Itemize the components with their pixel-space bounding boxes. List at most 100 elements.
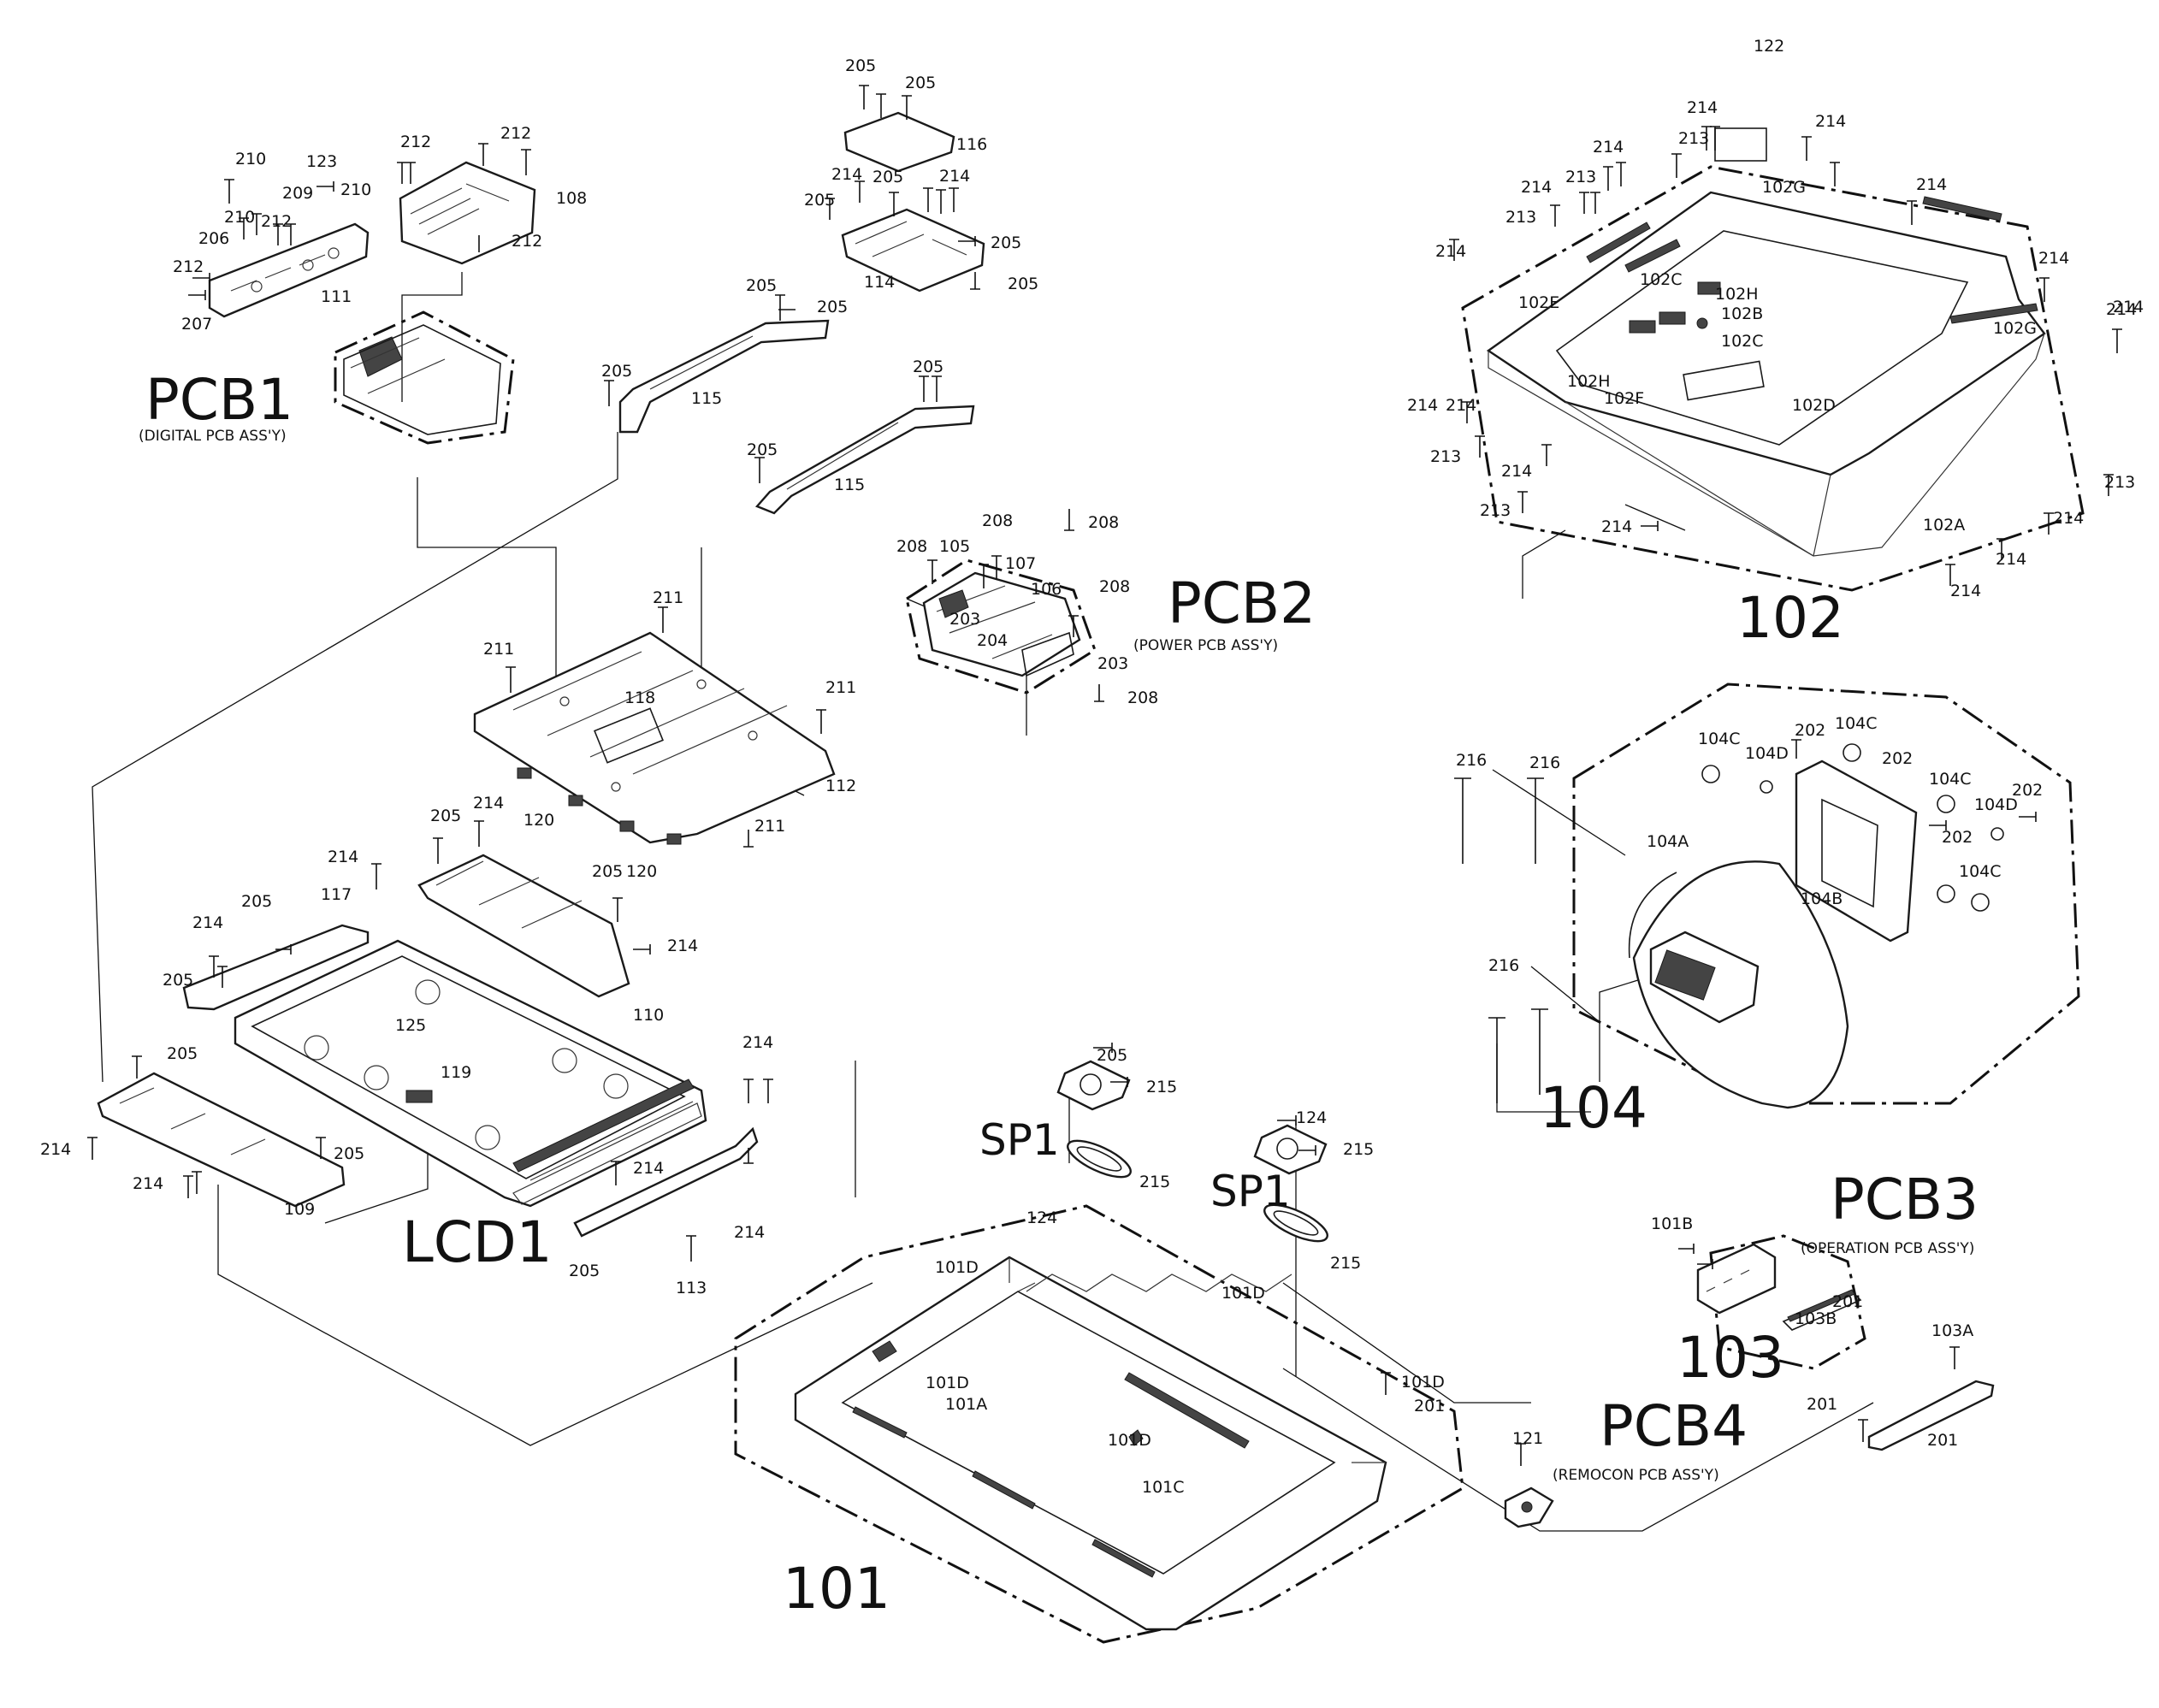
part-label: 212 (173, 257, 204, 276)
part-label: 205 (746, 276, 777, 295)
part-label: 214 (742, 1033, 773, 1052)
part-label: 101D (926, 1374, 969, 1392)
part-label: 118 (624, 689, 655, 707)
part-label: 205 (991, 233, 1021, 252)
part-label: 203 (949, 610, 980, 629)
bracket-115-upper (618, 319, 830, 434)
part-label: 101D (1108, 1431, 1151, 1450)
part-label: 214 (1916, 175, 1947, 194)
part-label: 205 (430, 807, 461, 825)
part-number-labels: 205 205 116 214 205 214 205 205 114 205 … (40, 37, 2144, 1497)
group-callouts: PCB1 (DIGITAL PCB ASS'Y) PCB2 (POWER PCB… (139, 367, 1979, 1622)
part-label: 205 (872, 168, 903, 186)
part-label: 123 (306, 152, 337, 171)
part-label: 213 (1430, 447, 1461, 466)
callout-pcb4: PCB4 (1600, 1393, 1748, 1459)
part-label: 115 (834, 476, 865, 494)
group-104-outline (1572, 683, 2080, 1105)
part-label: 101D (1221, 1284, 1265, 1303)
part-label: 214 (1593, 138, 1624, 157)
part-label: 214 (328, 848, 358, 866)
part-label: 205 (1097, 1046, 1127, 1065)
part-label: 212 (500, 124, 531, 143)
part-label: 201 (1927, 1431, 1958, 1450)
part-label: 202 (1942, 828, 1973, 847)
bracket-115-lower (754, 405, 975, 515)
part-label: 215 (1139, 1173, 1170, 1191)
part-label: 214 (1521, 178, 1552, 197)
speaker-left (1056, 1060, 1132, 1179)
part-label: 205 (569, 1262, 600, 1280)
part-label: 205 (905, 74, 936, 92)
pcb4-remocon-pcb-assembly (1504, 1486, 1554, 1528)
part-label: 216 (1456, 751, 1487, 770)
part-label: 209 (282, 184, 313, 203)
part-label: 104B (1801, 889, 1843, 908)
part-label: 208 (1088, 513, 1119, 532)
part-label: 104A (1647, 832, 1689, 851)
part-label: 214 (1950, 582, 1981, 600)
part-label: 115 (691, 389, 722, 408)
lcd-brackets (97, 854, 759, 1238)
part-label: 214 (1435, 242, 1466, 261)
part-label: 117 (321, 885, 352, 904)
part-label: 202 (1795, 721, 1825, 740)
part-label: 208 (1099, 577, 1130, 596)
part-label: 214 (2053, 509, 2084, 528)
part-label: 104D (1974, 795, 2018, 814)
part-label: 101B (1651, 1215, 1693, 1233)
part-label: 107 (1005, 554, 1036, 573)
part-label: 103B (1795, 1309, 1837, 1328)
part-label: 211 (754, 817, 785, 836)
part-label: 205 (601, 362, 632, 381)
part-label: 214 (1687, 98, 1718, 117)
rear-cover-102 (1486, 127, 2046, 557)
part-label: 208 (896, 537, 927, 556)
part-label: 214 (831, 165, 862, 184)
group-outlines (334, 165, 2085, 1644)
callout-pcb2-caption: (POWER PCB ASS'Y) (1133, 637, 1278, 654)
part-label: 101D (1401, 1373, 1445, 1392)
part-label: 205 (592, 862, 623, 881)
part-label: 215 (1343, 1140, 1374, 1159)
part-label: 116 (956, 135, 987, 154)
bracket-117 (182, 924, 370, 1011)
part-label: 215 (1330, 1254, 1361, 1273)
part-label: 124 (1296, 1108, 1327, 1127)
part-label: 213 (1480, 501, 1511, 520)
callout-102: 102 (1736, 585, 1844, 651)
part-label: 101A (945, 1395, 987, 1414)
part-label: 124 (1026, 1209, 1057, 1227)
pcb2-power-pcb-assembly (922, 571, 1081, 677)
part-label: 212 (261, 212, 292, 231)
part-label: 215 (1146, 1078, 1177, 1096)
speaker-right (1253, 1124, 1328, 1243)
part-label: 104C (1835, 714, 1878, 733)
part-label: 205 (334, 1144, 364, 1163)
part-label: 101D (935, 1258, 979, 1277)
part-label: 104C (1929, 770, 1972, 789)
part-label: 104C (1698, 730, 1741, 748)
callout-pcb2: PCB2 (1168, 570, 1316, 636)
callout-104: 104 (1540, 1075, 1647, 1141)
part-label: 102G (1762, 178, 1806, 197)
part-label: 201 (1414, 1397, 1445, 1415)
part-label: 210 (235, 150, 266, 168)
part-label: 213 (1678, 129, 1709, 148)
pcb1-digital-pcb-assembly (208, 161, 536, 435)
part-label: 102E (1518, 293, 1559, 312)
part-label: 202 (2012, 781, 2043, 800)
group-102-outline (1461, 165, 2085, 592)
part-label: 214 (133, 1174, 163, 1193)
part-label: 201 (1832, 1292, 1863, 1311)
part-label: 120 (626, 862, 657, 881)
part-label: 205 (804, 191, 835, 210)
speakers (1056, 1060, 1328, 1243)
part-label: 214 (2038, 249, 2069, 268)
group-101-outline (734, 1204, 1464, 1644)
part-label: 214 (1501, 462, 1532, 481)
part-label: 214 (1407, 396, 1438, 415)
part-label: 214 (40, 1140, 71, 1159)
part-label: 125 (395, 1016, 426, 1035)
pcb2-group-outline (905, 558, 1097, 694)
